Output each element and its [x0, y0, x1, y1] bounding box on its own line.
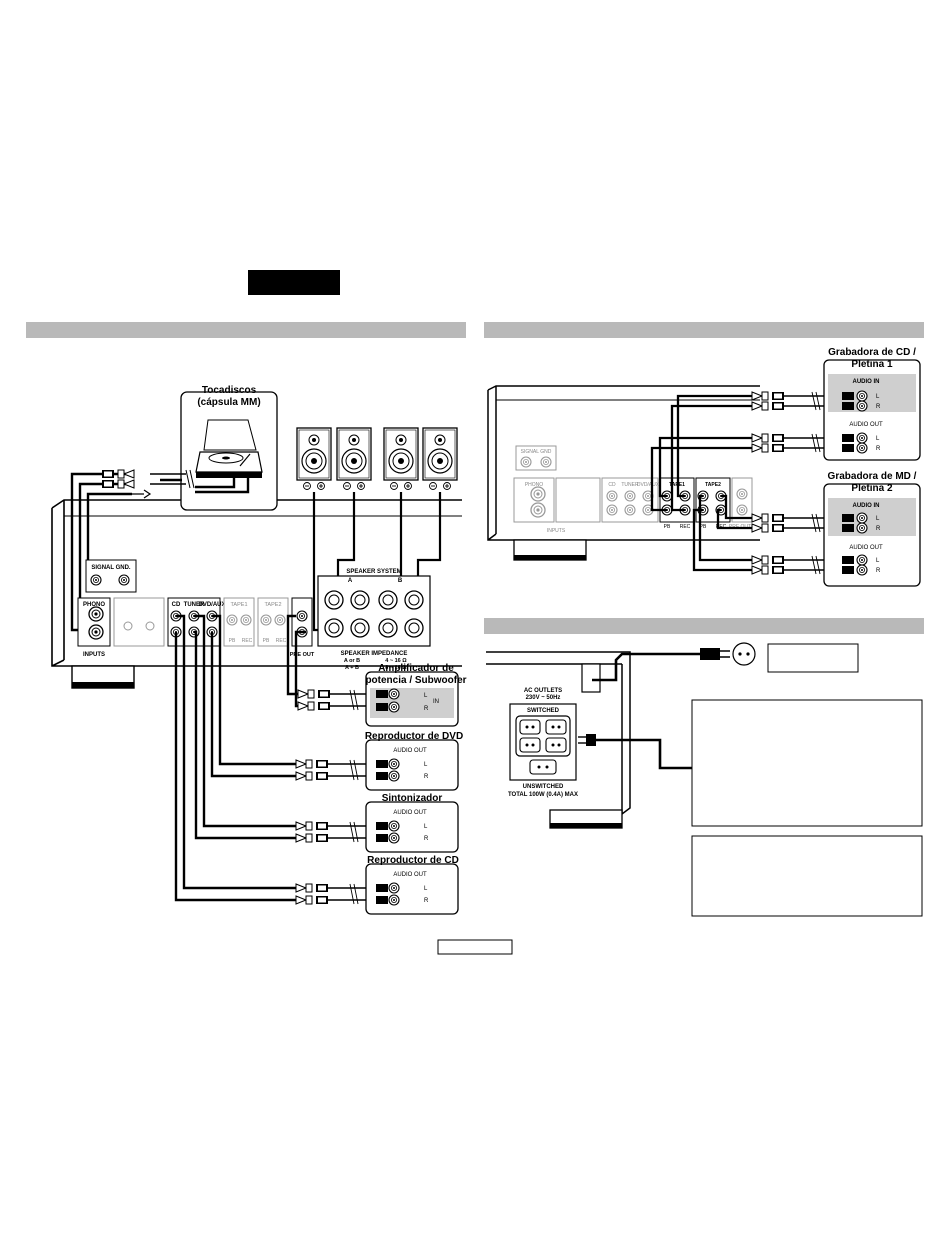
tuner-audio-out: AUDIO OUT — [393, 810, 427, 816]
cd-audio-out: AUDIO OUT — [393, 872, 427, 878]
recorder1-audio-in: AUDIO IN — [853, 379, 880, 385]
cd-r: R — [424, 898, 429, 904]
recorder2-audio-out: AUDIO OUT — [849, 545, 883, 551]
recorder1-out-r: R — [876, 446, 881, 452]
power-note-box-2 — [691, 835, 923, 917]
impedance-row1-b: 4 ~ 16 Ω — [385, 658, 407, 664]
right-tuner: TUNER — [621, 482, 639, 488]
unswitched-label: UNSWITCHED — [523, 784, 564, 790]
right-inputs: INPUTS — [547, 528, 566, 534]
turntable-subtitle: (cápsula MM) — [197, 397, 260, 408]
tape2-pb: PB — [263, 638, 270, 644]
right-dvd-aux: DVD/AUX — [637, 482, 660, 488]
speaker-icon-1 — [296, 427, 332, 491]
pre-out-label: PRE OUT — [290, 652, 315, 658]
amplifier-body-right — [487, 385, 760, 541]
speaker-b-label: B — [398, 578, 403, 584]
cd-label: CD — [172, 602, 181, 608]
tape-cables — [650, 394, 752, 572]
right-cd: CD — [608, 482, 616, 488]
turntable-title: Tocadiscos — [202, 385, 257, 396]
right-signal-gnd: SIGNAL GND — [521, 449, 552, 455]
speaker-impedance-label: SPEAKER IMPEDANCE — [341, 651, 408, 657]
right-tape1-rec: REC — [680, 524, 691, 530]
tuner-r: R — [424, 836, 429, 842]
total-power-label: TOTAL 100W (0.4A) MAX — [508, 792, 578, 798]
turntable-icon — [195, 419, 263, 478]
right-phono: PHONO — [525, 482, 543, 488]
section-header-power — [484, 618, 924, 634]
recorder1-audio-out: AUDIO OUT — [849, 422, 883, 428]
cd-l: L — [424, 886, 428, 892]
inputs-label: INPUTS — [83, 652, 105, 658]
phono-l-jack[interactable] — [88, 606, 104, 622]
phono-label: PHONO — [83, 602, 105, 608]
speaker-icon-4 — [422, 427, 458, 491]
recorder2-out-r: R — [876, 568, 881, 574]
power-note-box — [767, 643, 859, 673]
tape2-rec: REC — [276, 638, 287, 644]
section-header-right — [484, 322, 924, 338]
power-amp-in: IN — [433, 699, 439, 705]
phono-r-jack[interactable] — [88, 624, 104, 640]
device-cables — [174, 614, 306, 902]
recorder2-title: Grabadora de MD / — [828, 471, 917, 482]
power-amp-subtitle: potencia / Subwoofer — [365, 675, 466, 686]
tuner-title: Sintonizador — [382, 793, 443, 804]
power-amp-l: L — [424, 693, 428, 699]
wall-socket-icon — [732, 642, 756, 666]
amplifier-body — [51, 499, 462, 667]
cd-player-title: Reproductor de CD — [367, 855, 459, 866]
power-caution-box — [691, 699, 923, 827]
preout-l-jack[interactable] — [296, 610, 308, 622]
recorder1-in-r: R — [876, 404, 881, 410]
impedance-row1-a: A or B — [344, 658, 360, 664]
right-tape2-pb: PB — [700, 524, 707, 530]
right-panel: SIGNAL GND PHONO INPUTS CD TUNER DVD/AUX… — [487, 347, 921, 587]
dvd-aux-label: DVD/AUX — [198, 602, 225, 608]
page-number-box — [437, 939, 513, 955]
recorder1-in-l: L — [876, 394, 880, 400]
recorder2-in-r: R — [876, 526, 881, 532]
ac-rating-label: 230V ~ 50Hz — [526, 695, 561, 701]
right-tape1-pb: PB — [664, 524, 671, 530]
recorder2-in-l: L — [876, 516, 880, 522]
language-tab — [248, 270, 340, 295]
power-amp-r: R — [424, 706, 429, 712]
dvd-audio-out: AUDIO OUT — [393, 748, 427, 754]
speaker-a-label: A — [348, 578, 353, 584]
speaker-system-label: SPEAKER SYSTEM — [346, 569, 401, 575]
power-amp-title: Amplificador de — [378, 663, 454, 674]
tape1-rec: REC — [242, 638, 253, 644]
switched-label: SWITCHED — [527, 708, 560, 714]
dvd-l: L — [424, 762, 428, 768]
recorder2-subtitle: Pletina 2 — [851, 483, 893, 494]
recorder1-out-l: L — [876, 436, 880, 442]
ac-outlets-label: AC OUTLETS — [524, 688, 562, 694]
speaker-icon-2 — [336, 427, 372, 491]
tape2-label: TAPE2 — [264, 602, 281, 608]
impedance-row2-a: A + B — [345, 665, 359, 671]
left-panel: Tocadiscos (cápsula MM) — [51, 385, 467, 915]
recorder2-audio-in: AUDIO IN — [853, 503, 880, 509]
dvd-player-title: Reproductor de DVD — [365, 731, 463, 742]
power-panel: AC OUTLETS 230V ~ 50Hz SWITCHED UNSWITCH… — [486, 642, 923, 917]
turntable-box — [180, 391, 278, 511]
recorder1-title: Grabadora de CD / — [828, 347, 916, 358]
tape1-label: TAPE1 — [230, 602, 247, 608]
dvd-r: R — [424, 774, 429, 780]
tuner-l: L — [424, 824, 428, 830]
signal-gnd-label: SIGNAL GND. — [91, 565, 131, 571]
impedance-row2-b: 8 ~ 16 Ω — [385, 665, 407, 671]
tape1-pb: PB — [229, 638, 236, 644]
speaker-icon-3 — [383, 427, 419, 491]
tuner-label: TUNER — [184, 602, 205, 608]
right-tape2: TAPE2 — [705, 482, 721, 488]
section-header-left — [26, 322, 466, 338]
recorder2-out-l: L — [876, 558, 880, 564]
recorder1-subtitle: Pletina 1 — [851, 359, 893, 370]
